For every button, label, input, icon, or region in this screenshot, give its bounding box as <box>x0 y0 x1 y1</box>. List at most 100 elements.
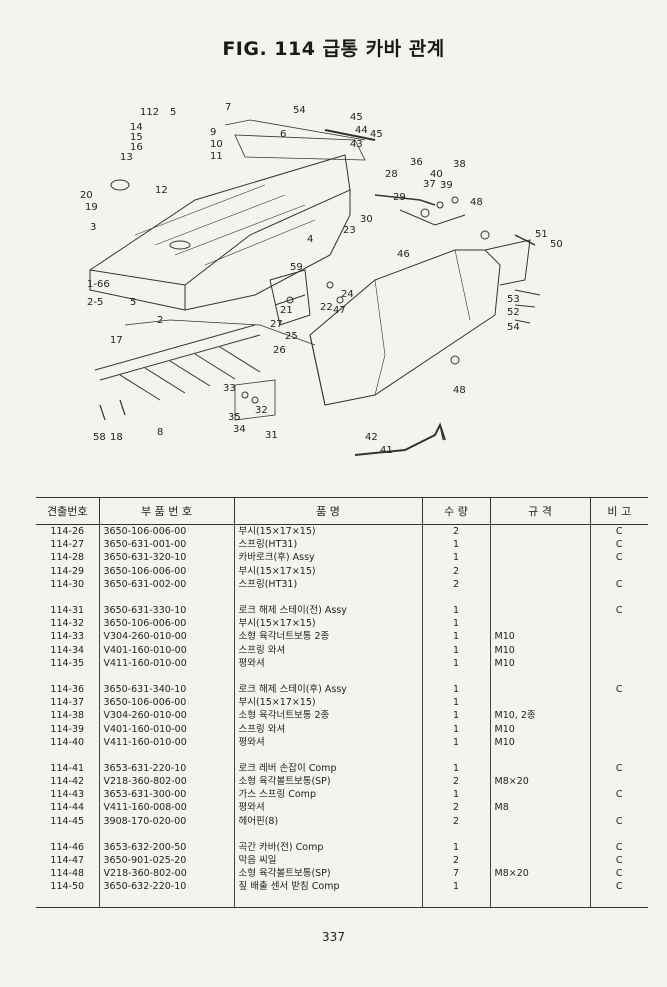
cell-item: 114-37 <box>50 697 85 709</box>
svg-text:45: 45 <box>370 129 383 140</box>
svg-text:8: 8 <box>157 427 163 438</box>
cell-qty: 2 <box>421 564 490 578</box>
svg-text:24: 24 <box>341 289 354 300</box>
svg-text:29: 29 <box>393 192 406 203</box>
cell-qty: 1 <box>421 656 490 670</box>
cell-part-no: V411-160-010-00 <box>98 735 234 749</box>
svg-text:2: 2 <box>157 315 163 326</box>
cell-item: 114-35 <box>50 657 85 669</box>
cell-qty: 1 <box>421 735 490 749</box>
svg-text:17: 17 <box>110 335 123 346</box>
svg-text:43: 43 <box>350 139 363 150</box>
cell-part-no: 3650-106-006-00 <box>98 564 234 578</box>
grain-cover-front <box>309 249 501 406</box>
cell-item: 114-28 <box>50 552 85 564</box>
parts-table: 견출번호 부 품 번 호 품 명 수 량 규 격 비 고 114-26 3650-… <box>36 497 648 908</box>
end-cell <box>98 893 234 908</box>
svg-text:48: 48 <box>453 385 466 396</box>
group-spacer-row <box>36 590 648 604</box>
spacer-cell <box>589 827 648 841</box>
cell-part-no: V304-260-010-00 <box>98 709 234 723</box>
cell-qty: 1 <box>421 682 490 697</box>
spacer-cell <box>421 590 490 604</box>
svg-text:22: 22 <box>320 302 333 313</box>
cell-name: 소형 육각볼트보통(SP) <box>233 775 422 789</box>
spacer-cell <box>489 669 590 683</box>
svg-text:53: 53 <box>507 294 520 305</box>
header-qty: 수 량 <box>421 497 490 525</box>
cell-spec <box>489 696 590 710</box>
cell-name: 소형 육각너트보통 2종 <box>233 630 422 644</box>
frame-front-edge <box>89 270 186 311</box>
cell-spec <box>489 682 590 697</box>
svg-text:25: 25 <box>285 331 298 342</box>
cell-note: C <box>589 867 648 881</box>
cell-item: 114-43 <box>50 789 85 801</box>
cell-qty: 1 <box>421 709 490 723</box>
cell-part-no: 3650-106-006-00 <box>98 524 234 539</box>
cell-item: 114-42 <box>50 776 85 788</box>
cell-part-no: V401-160-010-00 <box>98 722 234 736</box>
spacer-cell <box>589 590 648 604</box>
cell-part-no: 3650-631-320-10 <box>98 551 234 565</box>
svg-text:1-66: 1-66 <box>87 279 110 290</box>
spacer-cell <box>36 670 99 683</box>
cell-qty: 2 <box>421 801 490 815</box>
cell-part-no: 3650-631-330-10 <box>98 603 234 618</box>
end-cell <box>36 893 99 908</box>
cell-note: C <box>589 840 648 854</box>
cell-note: C <box>589 577 648 591</box>
svg-text:21: 21 <box>280 305 293 316</box>
cell-note <box>589 735 648 749</box>
cell-note: C <box>589 538 648 552</box>
cell-note <box>589 696 648 710</box>
svg-text:39: 39 <box>440 180 453 191</box>
svg-text:32: 32 <box>255 405 268 416</box>
spacer-cell <box>589 748 648 762</box>
cell-part-no: 3650-632-220-10 <box>98 880 234 894</box>
table-header-row: 견출번호 부 품 번 호 품 명 수 량 규 격 비 고 <box>36 497 648 525</box>
cell-spec: M10 <box>489 630 590 644</box>
cell-item: 114-41 <box>50 762 85 774</box>
svg-text:5: 5 <box>170 107 176 118</box>
cell-qty: 1 <box>421 643 490 657</box>
cell-note <box>589 630 648 644</box>
cell-part-no: 3653-632-200-50 <box>98 840 234 854</box>
header-item-no: 견출번호 <box>36 497 99 525</box>
cell-spec <box>489 564 590 578</box>
svg-text:40: 40 <box>430 169 443 180</box>
cell-spec <box>489 761 590 775</box>
svg-text:50: 50 <box>550 239 563 250</box>
svg-text:13: 13 <box>120 152 133 163</box>
svg-text:19: 19 <box>85 202 98 213</box>
cell-name: 로크 해제 스테이(후) Assy <box>233 682 422 697</box>
spacer-cell <box>233 669 422 683</box>
svg-text:11: 11 <box>210 151 223 162</box>
cell-part-no: V411-160-010-00 <box>98 656 234 670</box>
svg-text:16: 16 <box>130 142 143 153</box>
group-spacer-row <box>36 669 648 683</box>
cell-name: 로크 해제 스테이(전) Assy <box>233 603 422 618</box>
svg-text:18: 18 <box>110 432 123 443</box>
cell-name: 평와셔 <box>233 656 422 670</box>
svg-text:6: 6 <box>280 129 286 140</box>
cell-item: 114-26 <box>50 526 85 538</box>
cell-name: 부시(15×17×15) <box>233 564 422 578</box>
svg-text:15: 15 <box>130 132 143 143</box>
svg-text:2-5: 2-5 <box>87 297 103 308</box>
svg-text:33: 33 <box>223 383 236 394</box>
cell-note: C <box>589 880 648 894</box>
cell-qty: 2 <box>421 775 490 789</box>
